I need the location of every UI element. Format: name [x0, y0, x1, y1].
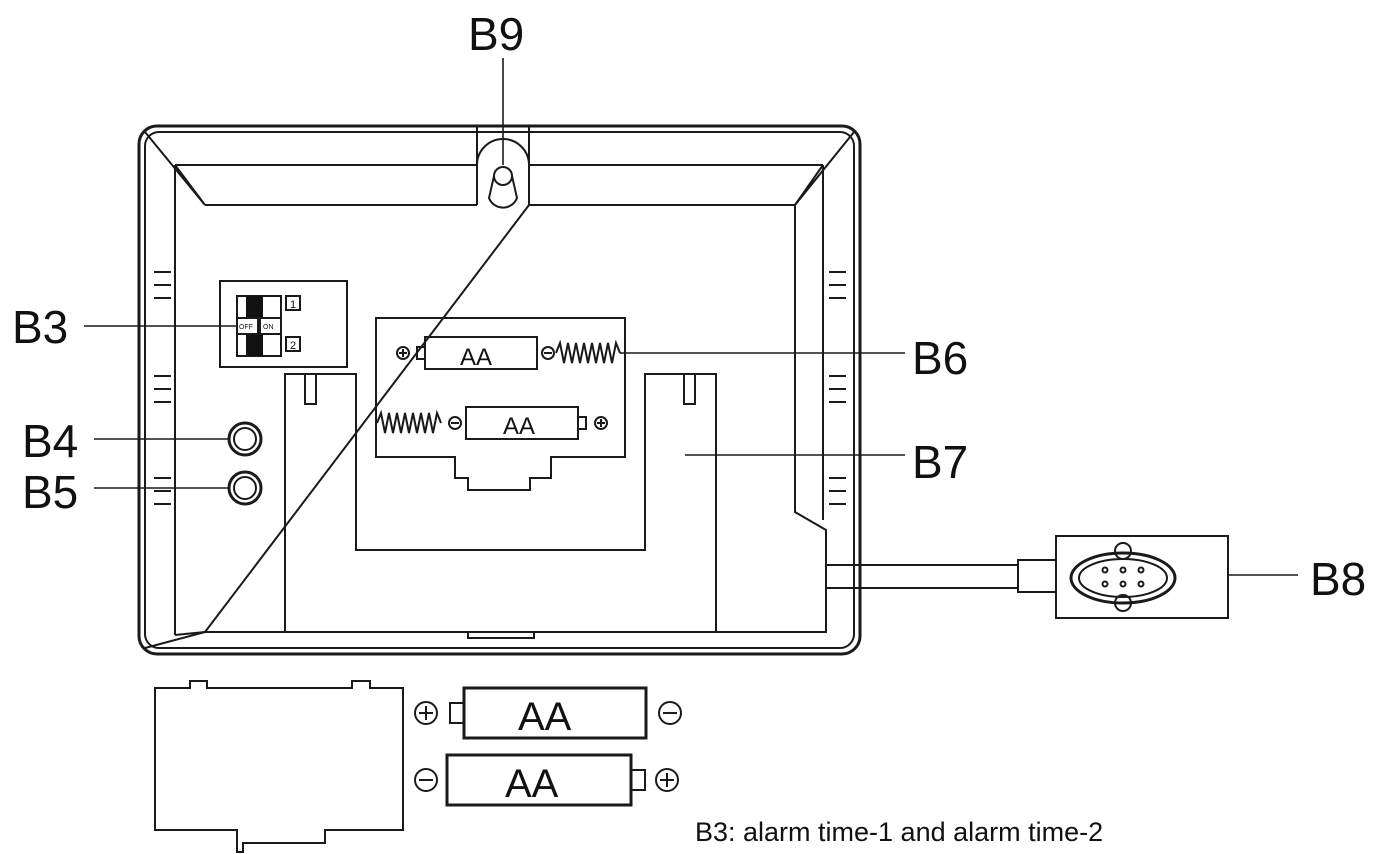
switch-tiny-left: OFF	[239, 324, 253, 331]
label-b3: B3	[12, 301, 68, 353]
label-b9: B9	[468, 8, 524, 60]
loose-battery-bottom	[414, 753, 679, 807]
label-b6: B6	[912, 332, 968, 384]
battery-compartment-b6	[375, 317, 626, 491]
loose-battery-top	[414, 686, 682, 740]
sensor-connector-b8	[826, 535, 1229, 619]
label-b8: B8	[1310, 553, 1366, 605]
inner-battery-top-label: AA	[460, 344, 492, 371]
switch-tiny-right: ON	[263, 324, 274, 331]
switch-pos-2: 2	[290, 340, 296, 352]
alarm-switch-b3	[219, 280, 348, 368]
label-b5: B5	[22, 466, 78, 518]
button-b5[interactable]	[227, 470, 263, 506]
vent-slots-right	[829, 271, 846, 505]
loose-battery-top-label: AA	[518, 695, 572, 739]
device-housing	[137, 124, 862, 656]
switch-pos-1: 1	[290, 299, 296, 311]
stand-b7	[284, 373, 717, 639]
loose-battery-bottom-label: AA	[505, 762, 559, 806]
caption: B3: alarm time-1 and alarm time-2	[695, 817, 1103, 847]
label-b7: B7	[912, 436, 968, 488]
vent-slots-left	[154, 271, 171, 505]
battery-cover	[154, 680, 404, 853]
label-b4: B4	[22, 415, 78, 467]
inner-battery-bottom-label: AA	[503, 413, 535, 440]
button-b4[interactable]	[227, 421, 263, 457]
